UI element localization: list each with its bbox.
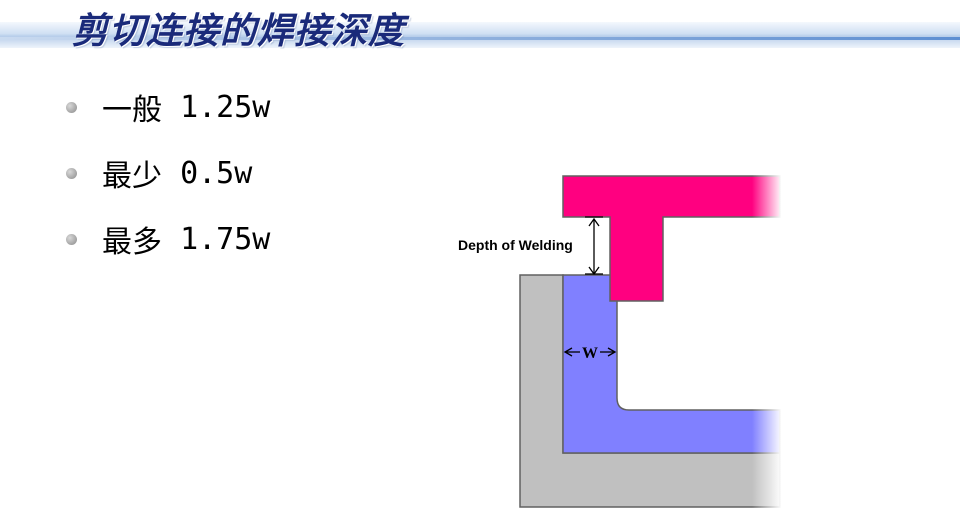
bullet-value: 1.75w: [180, 221, 271, 257]
angle-member: [519, 274, 781, 508]
fade-edge-top: [752, 174, 782, 220]
bullet-label: 最多: [102, 225, 162, 260]
title-rule: [0, 37, 960, 40]
bullet-list: 一般 1.25w 最少 0.5w 最多 1.75w: [66, 74, 270, 272]
bullet-dot-icon: [66, 167, 77, 179]
page-title: 剪切连接的焊接深度: [72, 10, 406, 52]
depth-dimension-arrow: [585, 216, 603, 276]
bullet-dot-icon: [66, 233, 77, 245]
width-label: W: [582, 345, 598, 362]
bullet-label: 一般: [102, 93, 162, 128]
bullet-item-typical: 一般 1.25w: [66, 74, 270, 140]
weld-region: [562, 274, 781, 454]
width-dimension-arrow: [563, 347, 617, 357]
bullet-value: 1.25w: [180, 89, 271, 125]
bullet-value: 0.5w: [180, 155, 253, 191]
bullet-item-minimum: 最少 0.5w: [66, 140, 270, 206]
bullet-item-maximum: 最多 1.75w: [66, 206, 270, 272]
bullet-label: 最少: [102, 159, 162, 194]
bullet-dot-icon: [66, 101, 77, 113]
depth-of-welding-label: Depth of Welding: [458, 237, 573, 253]
fade-edge-bottom: [752, 406, 782, 510]
title-band: [0, 22, 960, 48]
